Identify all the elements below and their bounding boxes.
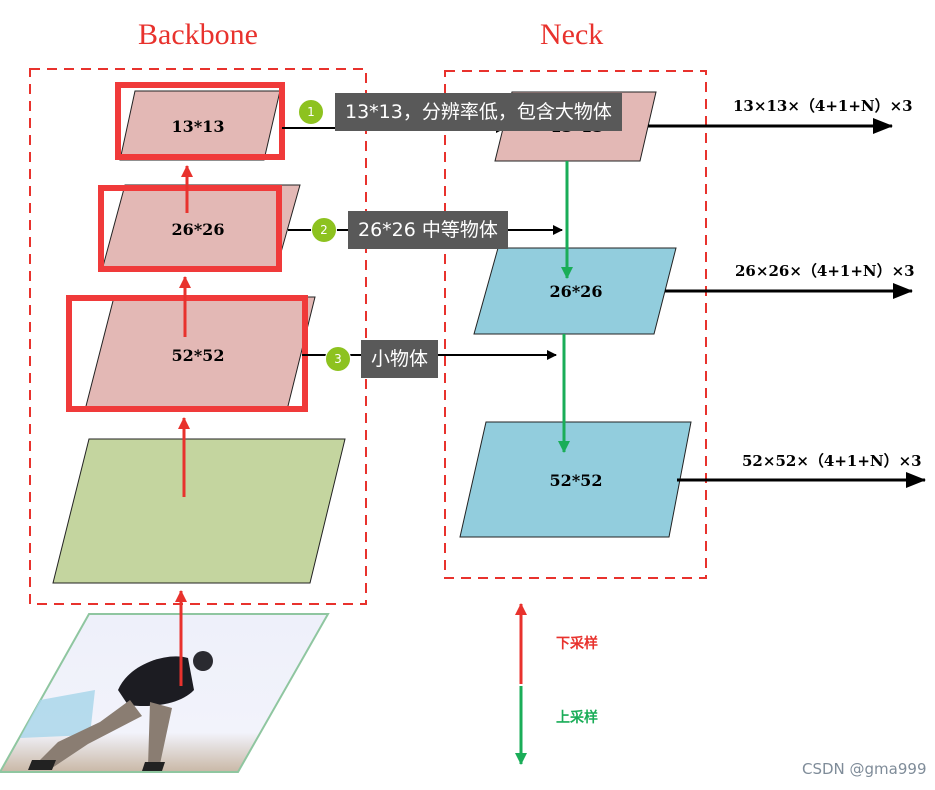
backbone-dashed-box	[29, 68, 367, 605]
backbone-base-block	[52, 438, 346, 584]
output-label-52: 52×52×（4+1+N）×3	[742, 452, 922, 470]
csdn-watermark: CSDN @gma999	[802, 760, 927, 778]
backbone-label-13: 13*13	[172, 117, 225, 136]
highlight-box-26	[98, 185, 282, 272]
callout-2: 26*26 中等物体	[348, 211, 508, 249]
neck-label-26: 26*26	[550, 282, 603, 301]
neck-block-52	[459, 421, 692, 538]
output-label-26: 26×26×（4+1+N）×3	[735, 262, 915, 280]
backbone-label-52: 52*52	[172, 346, 225, 365]
neck-title: Neck	[540, 18, 604, 51]
callout-badge-2: 2	[311, 217, 337, 243]
callout-badge-3: 3	[325, 346, 351, 372]
person-figure	[28, 651, 213, 771]
callout-badge-1: 1	[298, 99, 324, 125]
highlight-box-52	[66, 295, 308, 412]
output-label-13: 13×13×（4+1+N）×3	[733, 97, 913, 115]
highlight-box-13	[115, 82, 285, 160]
backbone-title: Backbone	[138, 18, 258, 51]
neck-label-52: 52*52	[550, 471, 603, 490]
neck-block-26	[473, 247, 677, 335]
legend-down-label: 下采样	[556, 635, 598, 652]
backbone-label-26: 26*26	[172, 220, 225, 239]
neck-dashed-box	[444, 70, 707, 579]
input-image-sky-patch	[20, 690, 95, 738]
legend-up-label: 上采样	[556, 709, 598, 726]
callout-1: 13*13，分辨率低，包含大物体	[335, 93, 622, 131]
callout-3: 小物体	[361, 340, 439, 378]
